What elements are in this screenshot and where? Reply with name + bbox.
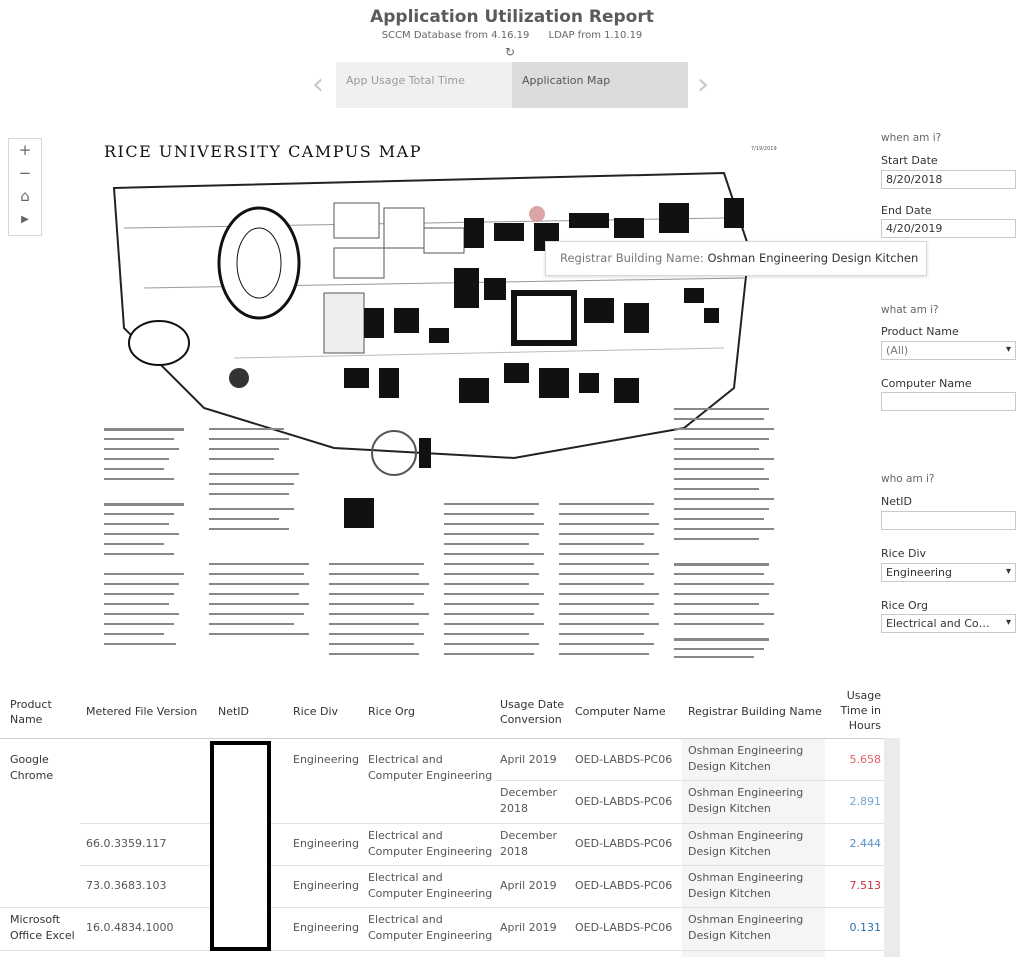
report-subtitle: SCCM Database from 4.16.19 LDAP from 1.1… — [0, 30, 1024, 41]
map-tooltip: Registrar Building Name: Oshman Engineer… — [545, 241, 927, 276]
col-rice-div[interactable]: Rice Div — [293, 705, 339, 718]
row4-date: April 2019 — [500, 921, 557, 934]
row0-product: Google Chrome — [10, 753, 54, 782]
row3-div: Engineering — [293, 879, 359, 892]
ldap-date: LDAP from 1.10.19 — [548, 30, 643, 41]
start-date-label: Start Date — [881, 154, 938, 167]
end-date-input[interactable]: 4/20/2019 — [881, 219, 1016, 238]
tab-application-map[interactable]: Application Map — [512, 62, 688, 108]
row-divider — [0, 950, 884, 951]
row2-date: December 2018 — [500, 829, 558, 858]
row-divider — [80, 823, 884, 824]
col-rice-org[interactable]: Rice Org — [368, 705, 415, 718]
computer-name-input[interactable] — [881, 392, 1016, 411]
row0-usage: 5.658 — [849, 753, 882, 766]
map-title: RICE UNIVERSITY CAMPUS MAP — [104, 142, 422, 161]
row1-usage: 2.891 — [849, 795, 882, 808]
start-date-input[interactable]: 8/20/2018 — [881, 170, 1016, 189]
usage-table: Product Name Metered File Version NetID … — [0, 680, 900, 957]
row2-usage: 2.444 — [849, 837, 882, 850]
building-column-shade — [682, 739, 825, 957]
report-title: Application Utilization Report — [370, 7, 654, 27]
row3-date: April 2019 — [500, 879, 557, 892]
when-heading: when am i? — [881, 132, 942, 144]
rice-org-value: Electrical and Compu... — [886, 617, 998, 630]
row-divider — [80, 865, 884, 866]
row-divider — [0, 907, 884, 908]
row4-product: Microsoft Office Excel — [10, 913, 75, 942]
row4-usage: 0.131 — [849, 921, 882, 934]
campus-map[interactable]: RICE UNIVERSITY CAMPUS MAP 7/19/2019 — [84, 128, 786, 668]
row3-org: Electrical and Computer Engineering — [368, 871, 493, 900]
rice-div-label: Rice Div — [881, 547, 927, 560]
row0-div: Engineering — [293, 753, 359, 766]
row2-computer: OED-LABDS-PC06 — [575, 837, 673, 850]
zoom-out-icon[interactable]: − — [18, 164, 32, 182]
row1-building: Oshman Engineering Design Kitchen — [688, 786, 804, 815]
product-name-select[interactable]: (All) — [881, 341, 1016, 360]
row3-building: Oshman Engineering Design Kitchen — [688, 871, 804, 900]
refresh-icon[interactable]: ↻ — [505, 45, 516, 59]
row0-date: April 2019 — [500, 753, 557, 766]
row4-building: Oshman Engineering Design Kitchen — [688, 913, 804, 942]
row2-div: Engineering — [293, 837, 359, 850]
rice-org-select[interactable]: Electrical and Compu... — [881, 614, 1016, 633]
col-usage-date[interactable]: Usage Date Conversion — [500, 698, 565, 726]
row2-building: Oshman Engineering Design Kitchen — [688, 829, 804, 858]
row4-org: Electrical and Computer Engineering — [368, 913, 493, 942]
end-date-label: End Date — [881, 204, 932, 217]
what-heading: what am i? — [881, 304, 939, 316]
zoom-in-icon[interactable]: + — [18, 141, 32, 159]
sccm-date: SCCM Database from 4.16.19 — [381, 30, 530, 41]
netid-input[interactable] — [881, 511, 1016, 530]
row0-org: Electrical and Computer Engineering — [368, 753, 493, 782]
map-date: 7/19/2019 — [751, 146, 777, 152]
row4-version: 16.0.4834.1000 — [86, 921, 174, 934]
product-name-value: (All) — [886, 344, 909, 357]
row3-usage: 7.513 — [849, 879, 882, 892]
header-divider — [0, 738, 884, 739]
map-toolbar: + − ⌂ ▶ — [8, 138, 42, 236]
col-product-name[interactable]: Product Name — [10, 698, 52, 726]
netid-label: NetID — [881, 495, 913, 508]
rice-div-select[interactable]: Engineering — [881, 563, 1016, 582]
col-computer-name[interactable]: Computer Name — [575, 705, 666, 718]
col-building-name[interactable]: Registrar Building Name — [688, 705, 822, 718]
computer-name-label: Computer Name — [881, 377, 972, 390]
tooltip-label: Registrar Building Name: — [560, 251, 704, 265]
table-scrollbar[interactable] — [884, 738, 900, 957]
campus-map-drawing — [104, 171, 774, 658]
row3-version: 73.0.3683.103 — [86, 879, 167, 892]
col-metered-file-version[interactable]: Metered File Version — [86, 705, 198, 718]
netid-redaction-box — [210, 741, 271, 951]
selected-building-marker[interactable] — [529, 206, 545, 222]
product-name-label: Product Name — [881, 325, 959, 338]
row2-version: 66.0.3359.117 — [86, 837, 167, 850]
row1-date: December 2018 — [500, 786, 558, 815]
row1-computer: OED-LABDS-PC06 — [575, 795, 673, 808]
row0-computer: OED-LABDS-PC06 — [575, 753, 673, 766]
prev-tab-arrow-icon[interactable]: ‹ — [312, 67, 324, 102]
row2-org: Electrical and Computer Engineering — [368, 829, 493, 858]
row-divider — [495, 780, 884, 781]
next-tab-arrow-icon[interactable]: › — [697, 67, 709, 102]
row4-computer: OED-LABDS-PC06 — [575, 921, 673, 934]
tab-app-usage-total-time[interactable]: App Usage Total Time — [336, 62, 512, 108]
rice-div-value: Engineering — [886, 566, 952, 579]
row0-building: Oshman Engineering Design Kitchen — [688, 744, 804, 773]
rice-org-label: Rice Org — [881, 599, 928, 612]
expand-arrow-icon[interactable]: ▶ — [21, 214, 29, 225]
who-heading: who am i? — [881, 473, 935, 485]
row3-computer: OED-LABDS-PC06 — [575, 879, 673, 892]
tooltip-value: Oshman Engineering Design Kitchen — [707, 251, 919, 265]
col-usage-hours[interactable]: Usage Time in Hours — [840, 689, 881, 732]
row4-div: Engineering — [293, 921, 359, 934]
col-netid[interactable]: NetID — [218, 705, 250, 718]
home-icon[interactable]: ⌂ — [20, 187, 30, 205]
